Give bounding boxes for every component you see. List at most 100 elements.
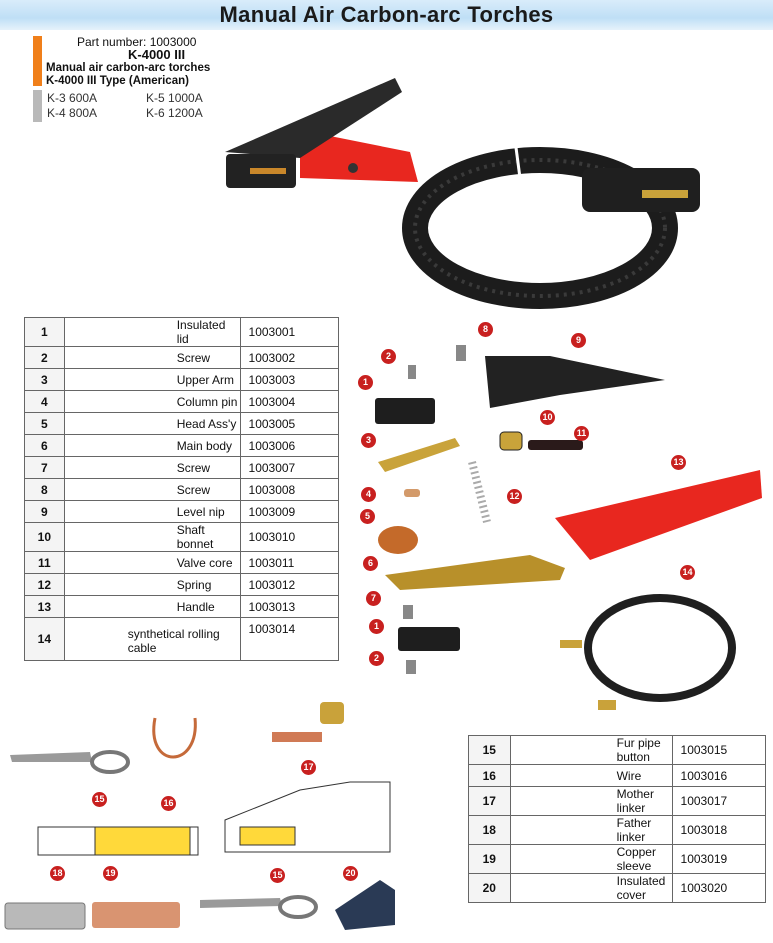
callout-20: 20 (343, 866, 358, 881)
part-name-cell: Shaft bonnet (63, 522, 241, 552)
part-number-cell: 4 (24, 390, 65, 413)
description-line-1: Manual air carbon-arc torches (46, 62, 211, 74)
part-name-cell: Copper sleeve (509, 844, 673, 874)
spec-k3: K-3 600A (47, 91, 97, 105)
exploded-view (375, 345, 762, 710)
part-number-cell: 15 (468, 735, 511, 765)
spec-amps: 600A (69, 91, 98, 105)
title-bar (0, 0, 773, 30)
part-number-cell: 3 (24, 368, 65, 391)
spec-model: K-5 (146, 91, 165, 105)
spec-model: K-6 (146, 106, 165, 120)
part-code-cell: 1003014 (239, 617, 340, 661)
part-number-cell: 20 (468, 873, 511, 903)
callout-8: 8 (478, 322, 493, 337)
part-number-cell: 18 (468, 815, 511, 845)
part-number-cell: 12 (24, 573, 65, 596)
part-name-cell: Father linker (509, 815, 673, 845)
part-number-cell: 17 (468, 786, 511, 816)
part-number-cell: 13 (24, 595, 65, 618)
callout-12: 12 (507, 489, 522, 504)
callout-18: 18 (50, 866, 65, 881)
part-name-cell: Screw (63, 456, 241, 479)
part-number-cell: 6 (24, 434, 65, 457)
part-name-cell: Main body (63, 434, 241, 457)
callout-2: 2 (381, 349, 396, 364)
part-code-cell: 1003007 (239, 456, 340, 479)
cable-diagram (4, 702, 395, 930)
callout-15: 15 (92, 792, 107, 807)
callout-14: 14 (680, 565, 695, 580)
part-code-cell: 1003015 (671, 735, 767, 765)
callout-9: 9 (571, 333, 586, 348)
spec-k4: K-4 800A (47, 106, 97, 120)
part-code-cell: 1003010 (239, 522, 340, 552)
part-name-cell: Spring (63, 573, 241, 596)
part-name-cell: Wire (509, 764, 673, 787)
part-number-cell: 8 (24, 478, 65, 501)
part-code-cell: 1003005 (239, 412, 340, 435)
part-number-cell: 9 (24, 500, 65, 523)
part-number-cell: 10 (24, 522, 65, 552)
spec-model: K-3 (47, 91, 66, 105)
spec-model: K-4 (47, 106, 66, 120)
part-name-cell: Screw (63, 478, 241, 501)
callout-6: 6 (363, 556, 378, 571)
accent-bar-gray (33, 90, 42, 122)
spec-amps: 1200A (168, 106, 203, 120)
torch-photo (225, 78, 700, 309)
part-number-cell: 19 (468, 844, 511, 874)
part-name-cell: Screw (63, 346, 241, 369)
part-number-cell: 1 (24, 317, 65, 347)
part-name-cell: Mother linker (509, 786, 673, 816)
part-code-cell: 1003006 (239, 434, 340, 457)
part-code-cell: 1003019 (671, 844, 767, 874)
part-code-cell: 1003020 (671, 873, 767, 903)
part-name-cell: Valve core (63, 551, 241, 574)
part-code-cell: 1003018 (671, 815, 767, 845)
part-code-cell: 1003012 (239, 573, 340, 596)
part-code-cell: 1003002 (239, 346, 340, 369)
callout-10: 10 (540, 410, 555, 425)
part-code-cell: 1003001 (239, 317, 340, 347)
part-name-cell: Fur pipe button (509, 735, 673, 765)
part-name-cell: Handle (63, 595, 241, 618)
callout-7: 7 (366, 591, 381, 606)
part-name-cell: Upper Arm (63, 368, 241, 391)
part-number-cell: 16 (468, 764, 511, 787)
part-code-cell: 1003003 (239, 368, 340, 391)
callout-1b: 1 (369, 619, 384, 634)
callout-2b: 2 (369, 651, 384, 666)
part-number-cell: 5 (24, 412, 65, 435)
model-name: K-4000 III (128, 47, 186, 62)
part-name-cell: Column pin (63, 390, 241, 413)
part-code-cell: 1003011 (239, 551, 340, 574)
callout-15b: 15 (270, 868, 285, 883)
part-code-cell: 1003013 (239, 595, 340, 618)
part-code-cell: 1003016 (671, 764, 767, 787)
spec-k5: K-5 1000A (146, 91, 203, 105)
part-number-cell: 14 (24, 617, 65, 661)
callout-3: 3 (361, 433, 376, 448)
callout-19: 19 (103, 866, 118, 881)
part-name-cell: Insulated cover (509, 873, 673, 903)
